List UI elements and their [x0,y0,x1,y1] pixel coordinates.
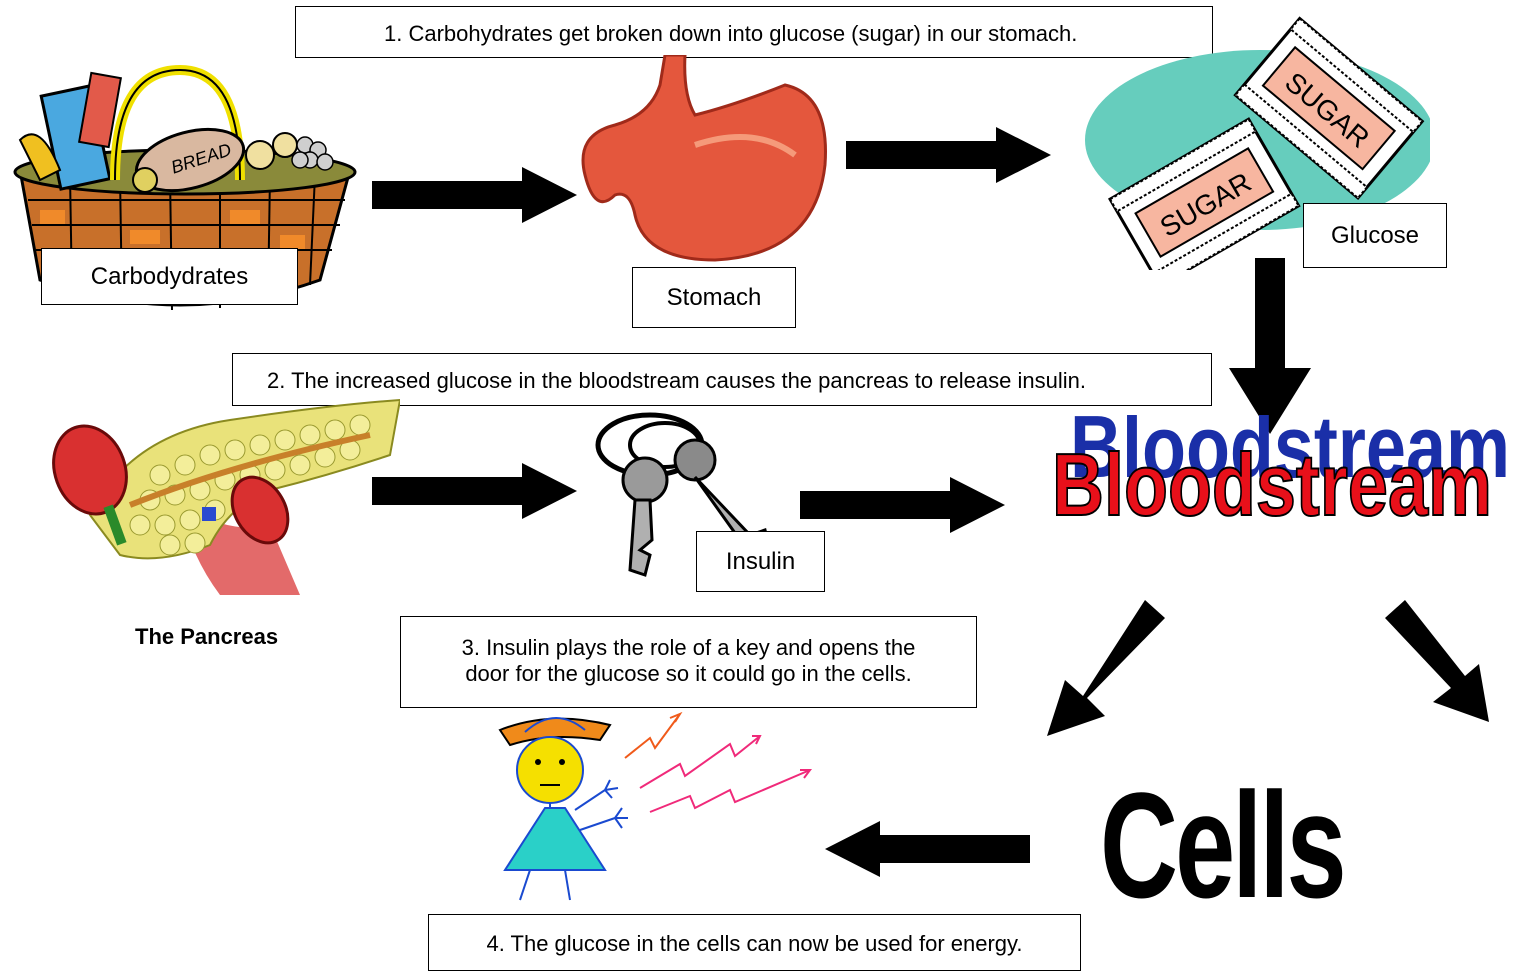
step-3-box: 3. Insulin plays the role of a key and o… [400,616,977,708]
bloodstream-text: Bloodstream [1052,435,1492,534]
arrow-cells-to-person [825,819,1035,879]
insulin-label: Insulin [726,548,795,576]
insulin-label-box: Insulin [696,531,825,592]
arrow-stomach-to-glucose [846,125,1056,185]
arrow-glucose-to-bloodstream [1225,258,1315,436]
stomach-label: Stomach [667,284,762,312]
step-3-line-1: 3. Insulin plays the role of a key and o… [401,635,976,661]
step-2-text: 2. The increased glucose in the bloodstr… [267,368,1086,393]
cells-label: Cells [1100,770,1344,920]
carbohydrates-label: Carbodydrates [91,263,248,291]
pancreas-label: The Pancreas [135,624,278,650]
arrow-bloodstream-to-cells-left [1045,600,1165,740]
arrow-insulin-to-bloodstream [800,475,1010,535]
pancreas-illustration [30,395,400,595]
stomach-illustration [575,55,835,270]
step-1-box: 1. Carbohydrates get broken down into gl… [295,6,1213,58]
stomach-label-box: Stomach [632,267,796,328]
bloodstream-wordart: Bloodstream Bloodstream [1050,415,1510,535]
step-1-text: 1. Carbohydrates get broken down into gl… [384,21,1077,46]
arrow-bloodstream-to-cells-right [1385,600,1495,725]
glucose-label: Glucose [1331,222,1419,250]
arrow-basket-to-stomach [372,165,582,225]
step-4-text: 4. The glucose in the cells can now be u… [486,931,1022,956]
step-4-box: 4. The glucose in the cells can now be u… [428,914,1081,971]
step-3-line-2: door for the glucose so it could go in t… [401,661,976,687]
arrow-pancreas-to-insulin [372,461,582,521]
energized-person-illustration [490,700,820,910]
carbohydrates-label-box: Carbodydrates [41,248,298,305]
glucose-label-box: Glucose [1303,203,1447,268]
